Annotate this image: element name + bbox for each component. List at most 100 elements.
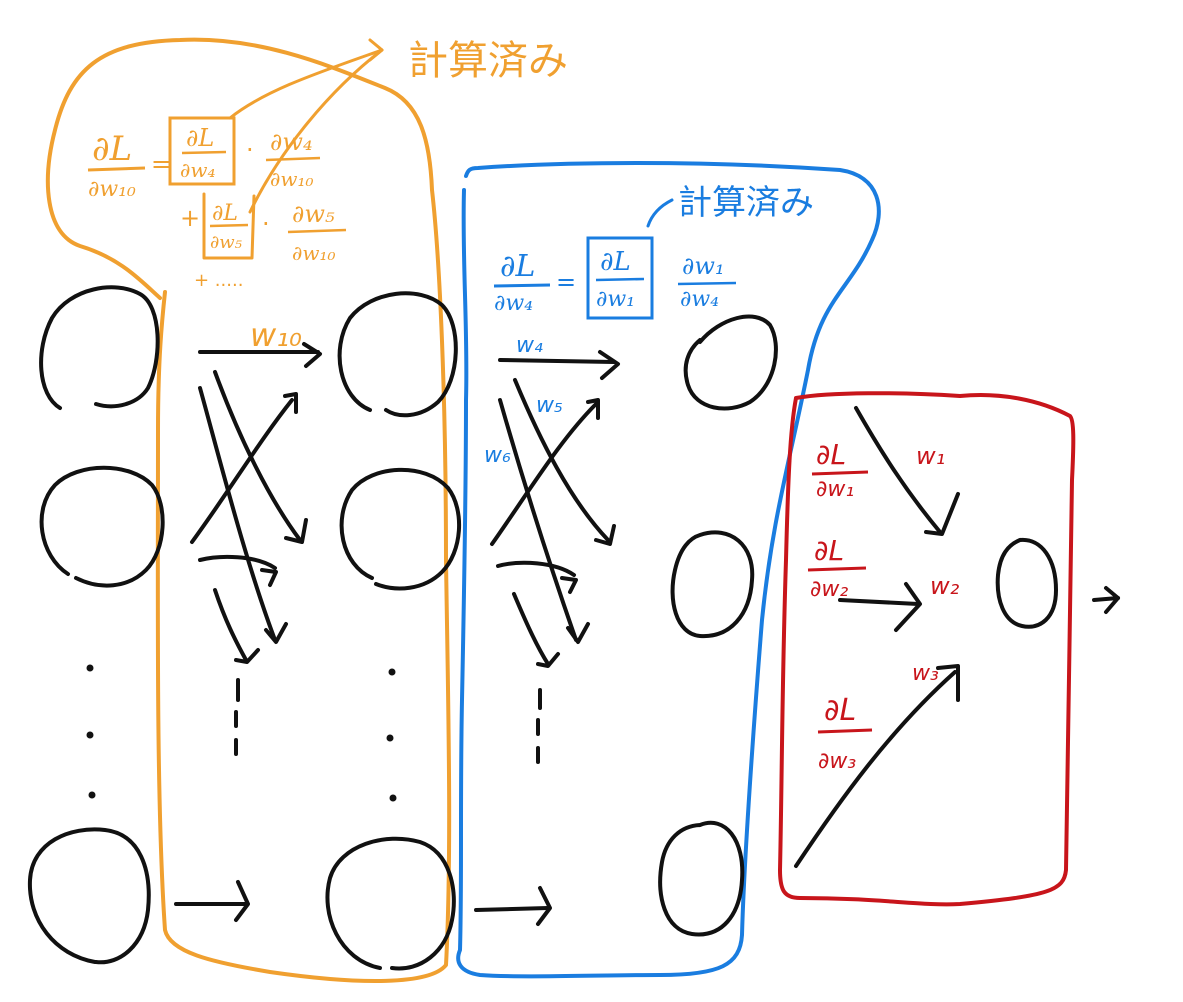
- ellipsis-dots: [86, 664, 397, 802]
- red-g3-denominator: ∂w₃: [818, 749, 856, 774]
- red-gradient-labels: ∂L ∂w₁ ∂L ∂w₂ ∂L ∂w₃: [807, 438, 873, 774]
- blue-lhs-numerator: ∂L: [500, 249, 535, 284]
- dot: [388, 668, 396, 676]
- orange-boxed-term-1: [168, 116, 236, 186]
- arrowhead: [536, 886, 552, 926]
- weight-label-w3: w₃: [912, 661, 939, 686]
- dot: [88, 791, 96, 799]
- arrowhead: [260, 568, 278, 587]
- arrowhead: [594, 524, 616, 546]
- orange-t2-boxed-bar: [209, 223, 249, 228]
- orange-computed-label: 計算済み: [408, 38, 568, 84]
- red-region-outline: [778, 391, 1076, 907]
- dot: [86, 664, 94, 672]
- weight-labels: w₁₀ w₄ w₅ w₆ w₁ w₂ w₃: [250, 316, 960, 686]
- orange-t1-bar: [265, 156, 321, 162]
- neuron-l1-top: [39, 285, 160, 410]
- orange-gradient-formula: ∂L ∂w₁₀ = ∂L ∂w₄ · ∂w₄ ∂w₁₀ + ∂L ∂w₅ · ∂…: [87, 116, 347, 291]
- weight-label-w4: w₄: [516, 333, 543, 358]
- arrowhead: [536, 652, 560, 668]
- connections-l2-l3: [474, 350, 620, 926]
- connections-l1-l2: [174, 342, 322, 922]
- blue-computed-pointer: [646, 198, 674, 228]
- edge-w5: [513, 378, 610, 542]
- weight-label-w5: w₅: [536, 393, 563, 418]
- edge: [213, 370, 302, 542]
- orange-region-outline: [45, 37, 452, 983]
- weight-label-w1: w₁: [916, 442, 945, 470]
- arrowhead: [586, 398, 600, 420]
- orange-boxed-term-2: [202, 192, 256, 260]
- edge: [190, 398, 294, 544]
- blue-boxed-bar: [595, 277, 645, 282]
- connections-l3-out: [794, 406, 1120, 868]
- edge-bottom: [474, 906, 550, 912]
- edge-w1: [854, 406, 942, 534]
- ellipsis-dashes: [234, 678, 542, 764]
- orange-t1-boxed-bar: [181, 150, 227, 155]
- orange-tail-terms: + .....: [194, 270, 243, 291]
- red-g3-bar: [817, 728, 873, 734]
- neuron-l2-top: [337, 291, 458, 418]
- neuron-l1-bottom: [27, 827, 151, 965]
- orange-plus: +: [180, 204, 200, 232]
- blue-gradient-formula: ∂L ∂w₄ = ∂L ∂w₁ ∂w₁ ∂w₄: [493, 236, 737, 320]
- orange-t1-boxed-denominator: ∂w₄: [180, 158, 215, 182]
- red-g1-denominator: ∂w₁: [816, 477, 854, 502]
- blue-denominator: ∂w₄: [680, 287, 719, 312]
- orange-lhs-fraction-bar: [87, 166, 146, 172]
- arrowhead: [936, 664, 960, 702]
- arrowhead: [924, 492, 960, 536]
- edge: [496, 560, 576, 577]
- red-g2-denominator: ∂w₂: [810, 577, 848, 602]
- orange-lhs-denominator: ∂w₁₀: [88, 177, 136, 202]
- blue-boxed-term: [586, 236, 654, 320]
- neuron-l2-bottom: [325, 836, 456, 971]
- orange-computed-pointer-1: [228, 48, 384, 120]
- orange-t2-dot: ·: [262, 210, 270, 238]
- arrowhead: [566, 622, 590, 644]
- orange-computed-pointer-2: [248, 48, 384, 214]
- weight-label-w2: w₂: [930, 572, 960, 600]
- blue-computed-label: 計算済み: [678, 183, 814, 223]
- arrowhead: [1104, 586, 1120, 614]
- neuron-l2-mid: [339, 467, 461, 591]
- blue-boxed-numerator: ∂L: [600, 247, 631, 277]
- blue-bar: [677, 281, 737, 286]
- neuron-layer-1: [27, 285, 165, 965]
- arrowhead: [234, 880, 250, 922]
- weight-label-w10: w₁₀: [250, 316, 302, 354]
- blue-boxed-denominator: ∂w₁: [596, 287, 635, 312]
- arrowhead: [598, 350, 620, 380]
- blue-equals: =: [556, 268, 576, 296]
- dot: [389, 794, 397, 802]
- output-arrow: [1092, 596, 1120, 602]
- red-g1-numerator: ∂L: [816, 438, 846, 471]
- red-g2-numerator: ∂L: [814, 534, 844, 567]
- arrowhead: [283, 392, 298, 414]
- edge-w4: [498, 358, 616, 364]
- neuron-l3-bottom: [658, 821, 745, 937]
- orange-t2-bar: [287, 228, 347, 234]
- edge: [490, 402, 598, 546]
- neuron-layer-2: [325, 291, 461, 971]
- arrowhead: [284, 518, 308, 544]
- orange-lhs-numerator: ∂L: [92, 129, 132, 169]
- arrowhead: [264, 622, 288, 644]
- red-g2-bar: [807, 566, 867, 572]
- orange-t2-denominator: ∂w₁₀: [292, 241, 336, 265]
- arrowhead: [894, 582, 922, 632]
- edge-w6: [498, 398, 578, 642]
- neuron-layer-3: [658, 314, 778, 937]
- blue-lhs-denominator: ∂w₄: [494, 291, 533, 316]
- edge: [198, 554, 277, 570]
- orange-t2-boxed-denominator: ∂w₅: [210, 232, 242, 253]
- weight-label-w6: w₆: [484, 443, 511, 468]
- edge: [512, 592, 550, 666]
- blue-numerator: ∂w₁: [682, 252, 725, 280]
- arrowhead: [560, 576, 578, 594]
- edge-w2: [838, 598, 920, 606]
- blue-region-outline: [456, 161, 881, 979]
- red-g1-bar: [811, 470, 869, 476]
